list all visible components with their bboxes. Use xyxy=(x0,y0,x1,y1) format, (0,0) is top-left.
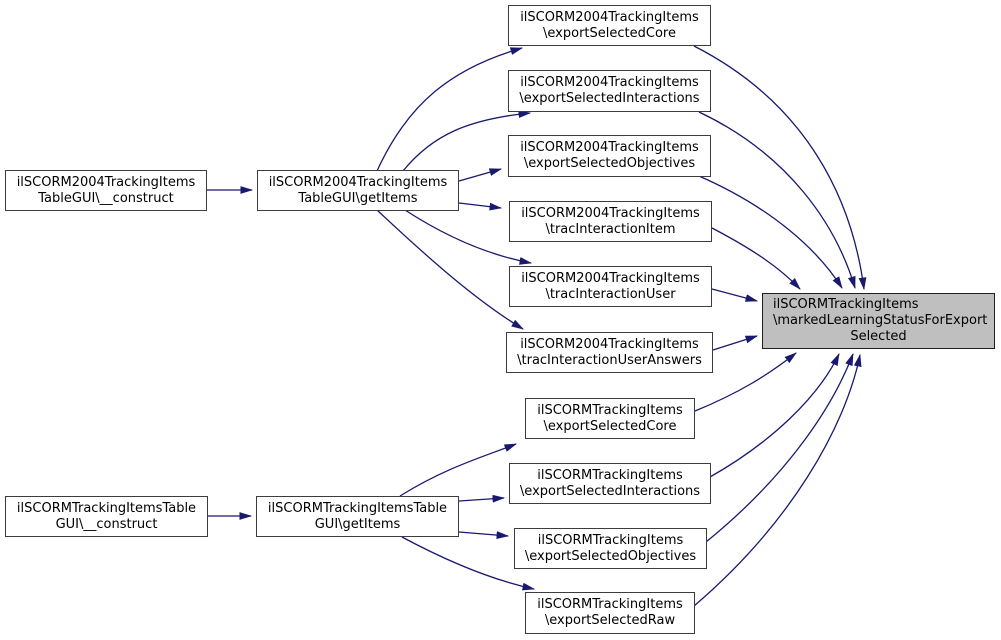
edge-exportselectedcore2004-to-marked xyxy=(693,45,867,291)
node-label-line: ilSCORM2004TrackingItems xyxy=(520,140,699,155)
node-label-line: ilSCORM2004TrackingItems xyxy=(520,75,699,90)
edge-exportselectedcore-to-marked xyxy=(694,352,797,412)
edge-getitems2004-to-exportselectedinteractions2004 xyxy=(402,110,532,172)
edge-exportselectedinteractions2004-to-marked xyxy=(698,111,856,290)
edge-exportselectedinteractions-to-marked xyxy=(709,353,840,478)
node-label-line: \exportSelectedCore xyxy=(543,418,677,434)
node-scorm-exportselectedinteractions[interactable]: ilSCORMTrackingItems \exportSelectedInte… xyxy=(509,463,711,504)
node-label-line: \markedLearningStatusForExport xyxy=(773,313,988,328)
node-scorm2004-tablegui-getitems[interactable]: ilSCORM2004TrackingItems TableGUI\getIte… xyxy=(257,170,459,211)
node-label-line: \tracInteractionUserAnswers xyxy=(517,352,702,368)
node-label-line: ilSCORMTrackingItemsTable xyxy=(267,500,448,516)
node-label-line: TableGUI\__construct xyxy=(38,190,174,206)
node-label-line: ilSCORMTrackingItems xyxy=(773,297,919,312)
edge-getitems-to-exportselectedcore xyxy=(399,443,518,497)
edge-getitems-to-exportselectedraw xyxy=(401,536,536,591)
edge-exportselectedraw-to-marked xyxy=(693,353,862,607)
node-label-line: \exportSelectedRaw xyxy=(544,613,676,628)
node-label-line: ilSCORM2004TrackingItems xyxy=(520,9,699,25)
node-scorm2004-tracinteractionuser[interactable]: ilSCORM2004TrackingItems \tracInteractio… xyxy=(509,266,712,307)
edge-getitems-to-exportselectedobjectives xyxy=(458,531,510,539)
edge-tracinteractionuseranswers-to-marked xyxy=(712,335,759,351)
node-scorm-exportselectedcore[interactable]: ilSCORMTrackingItems \exportSelectedCore xyxy=(525,398,695,439)
node-label-line: GUI\__construct xyxy=(55,516,158,532)
edge-getitems2004-to-tracinteractionuseranswers xyxy=(376,209,524,330)
edge-exportselectedobjectives2004-to-marked xyxy=(698,175,843,289)
node-label-line: \tracInteractionUser xyxy=(545,286,676,302)
edge-getitems2004-to-tracinteractionitem xyxy=(458,202,503,211)
node-label-line: ilSCORM2004TrackingItems xyxy=(268,174,448,190)
node-label-line: ilSCORMTrackingItems xyxy=(537,402,683,418)
node-label-line: \exportSelectedObjectives xyxy=(523,156,696,171)
node-scorm2004-exportselectedcore[interactable]: ilSCORM2004TrackingItems \exportSelected… xyxy=(508,5,711,46)
node-label-line: \tracInteractionItem xyxy=(545,221,676,237)
edge-getitems2004-to-exportselectedobjectives2004 xyxy=(458,168,503,182)
node-label-line: Selected xyxy=(850,329,907,344)
node-scorm2004-exportselectedobjectives[interactable]: ilSCORM2004TrackingItems \exportSelected… xyxy=(508,135,711,177)
node-scorm-markedlearningstatusforexportselected-highlighted: ilSCORMTrackingItems \markedLearningStat… xyxy=(762,293,995,349)
node-scorm-tablegui-getitems[interactable]: ilSCORMTrackingItemsTable GUI\getItems xyxy=(256,496,459,537)
node-label-line: ilSCORMTrackingItemsTable xyxy=(16,500,197,516)
node-label-line: ilSCORM2004TrackingItems xyxy=(16,174,196,190)
edge-getitems2004-to-exportselectedcore2004 xyxy=(376,47,524,172)
node-label-line: ilSCORM2004TrackingItems xyxy=(521,205,700,221)
edge-tracinteractionuser-to-marked xyxy=(711,288,759,302)
node-scorm2004-tablegui-construct[interactable]: ilSCORM2004TrackingItems TableGUI\__cons… xyxy=(5,170,207,211)
edge-tracinteractionitem-to-marked xyxy=(711,227,801,290)
node-label-line: ilSCORMTrackingItems xyxy=(537,532,684,548)
node-scorm-tablegui-construct[interactable]: ilSCORMTrackingItemsTable GUI\__construc… xyxy=(5,496,208,537)
node-label-line: GUI\getItems xyxy=(314,516,401,532)
node-scorm2004-exportselectedinteractions[interactable]: ilSCORM2004TrackingItems \exportSelected… xyxy=(508,70,711,112)
node-label-line: \exportSelectedInteractions xyxy=(519,483,701,499)
edge-exportselectedobjectives-to-marked xyxy=(705,352,854,543)
node-label-line: ilSCORMTrackingItems xyxy=(537,597,683,612)
node-scorm-exportselectedobjectives[interactable]: ilSCORMTrackingItems \exportSelectedObje… xyxy=(514,528,707,569)
node-label-line: \exportSelectedObjectives xyxy=(524,548,697,564)
node-scorm2004-tracinteractionuseranswers[interactable]: ilSCORM2004TrackingItems \tracInteractio… xyxy=(506,332,713,373)
edge-getitems-to-exportselectedinteractions xyxy=(458,494,506,503)
node-scorm-exportselectedraw[interactable]: ilSCORMTrackingItems \exportSelectedRaw xyxy=(525,592,695,634)
node-label-line: ilSCORMTrackingItems xyxy=(537,467,683,483)
node-label-line: ilSCORM2004TrackingItems xyxy=(521,270,700,286)
node-label-line: \exportSelectedInteractions xyxy=(519,91,700,106)
node-label-line: TableGUI\getItems xyxy=(298,190,418,206)
node-label-line: \exportSelectedCore xyxy=(543,25,676,41)
node-scorm2004-tracinteractionitem[interactable]: ilSCORM2004TrackingItems \tracInteractio… xyxy=(509,201,712,242)
node-label-line: ilSCORM2004TrackingItems xyxy=(520,336,699,352)
edge-getitems2004-to-tracinteractionuser xyxy=(404,209,533,265)
